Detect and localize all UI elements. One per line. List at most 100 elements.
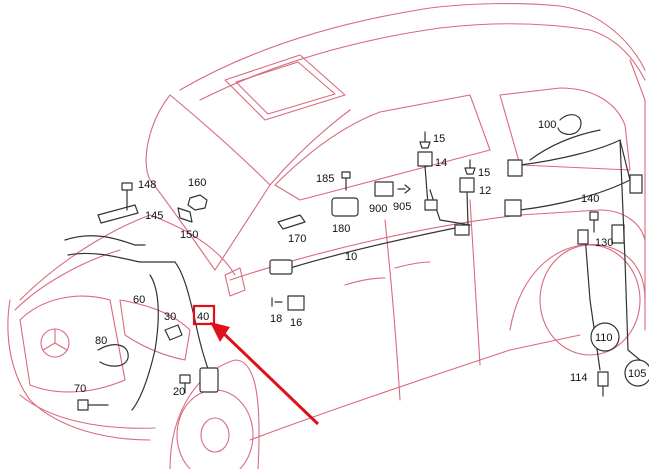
rear-connector-3 <box>629 174 643 194</box>
cable-60 <box>131 274 159 411</box>
roof-inner-line <box>199 23 646 101</box>
pin-18 <box>271 297 283 307</box>
strap-80 <box>97 344 129 367</box>
rear-harness <box>519 139 631 211</box>
vehicle-outline <box>7 2 646 474</box>
windshield <box>145 94 271 271</box>
callout-16: 16 <box>290 317 302 329</box>
pin-15b <box>464 159 476 175</box>
harness-10 <box>289 224 471 269</box>
sunroof <box>224 54 346 121</box>
grille <box>19 295 126 393</box>
clip-100 <box>557 114 582 135</box>
parts-wiring <box>64 114 643 411</box>
callout-14: 14 <box>435 157 447 169</box>
rear-cable-down-2 <box>584 234 601 371</box>
callout-105: 105 <box>628 368 646 380</box>
callout-70: 70 <box>74 383 86 395</box>
callout-60: 60 <box>133 294 145 306</box>
arrow-shaft <box>218 328 320 426</box>
callout-114: 114 <box>570 372 588 384</box>
callout-circle-105 <box>624 359 649 387</box>
clip-30 <box>164 324 183 341</box>
callout-140: 140 <box>581 193 599 205</box>
a-pillar <box>269 109 351 186</box>
highlight-box-40 <box>192 304 216 326</box>
connector-13 <box>454 224 470 236</box>
callout-145: 145 <box>145 210 163 222</box>
callout-18: 18 <box>270 313 282 325</box>
front-wheel <box>176 389 254 474</box>
hood-line <box>14 249 121 311</box>
rocker-line <box>249 334 581 441</box>
door-handle <box>344 277 386 286</box>
sunroof-inner <box>235 61 336 115</box>
arrow-head <box>210 322 230 342</box>
callout-20: 20 <box>173 386 185 398</box>
connector-16 <box>287 295 305 311</box>
sensor-40 <box>199 367 219 393</box>
bracket-150 <box>177 207 193 223</box>
bolt-185 <box>341 171 351 191</box>
callout-40: 40 <box>197 311 209 323</box>
callout-12: 12 <box>479 185 491 197</box>
callout-905: 905 <box>393 201 411 213</box>
nut-160 <box>187 194 208 211</box>
callout-180: 180 <box>332 223 350 235</box>
sensor-114 <box>597 371 609 397</box>
roof-line <box>179 2 646 91</box>
rear-body <box>629 59 646 331</box>
connector-900 <box>374 181 394 197</box>
rear-connector-4 <box>611 224 625 244</box>
callout-185: 185 <box>316 173 334 185</box>
callout-circle-110 <box>590 322 620 352</box>
rear-wheel <box>539 244 641 356</box>
callout-15b: 15 <box>478 167 490 179</box>
callout-110: 110 <box>595 332 613 344</box>
side-window-front <box>274 94 491 201</box>
bumper <box>19 394 156 429</box>
connector-12 <box>459 177 475 193</box>
callout-148: 148 <box>138 179 156 191</box>
door-seam <box>469 199 481 366</box>
callout-15a: 15 <box>433 133 445 145</box>
bracket-145 <box>97 204 139 224</box>
callout-100: 100 <box>538 119 556 131</box>
bolt-20 <box>179 374 191 394</box>
front-wheel-hub <box>200 417 230 453</box>
sliding-door <box>384 219 401 401</box>
headlight <box>119 299 191 361</box>
module-180 <box>331 197 359 217</box>
callout-900: 900 <box>369 203 387 215</box>
callout-labels: 10 12 14 15 15 16 18 20 30 40 60 70 80 1… <box>74 119 646 398</box>
hood <box>19 214 236 301</box>
mercedes-star-arms <box>42 328 68 351</box>
callout-160: 160 <box>188 177 206 189</box>
highlight-arrow <box>210 322 320 426</box>
callout-circles <box>590 322 649 387</box>
side-mirror <box>224 267 246 297</box>
callout-30: 30 <box>164 311 176 323</box>
rear-harness-2 <box>529 129 601 161</box>
pin-15a <box>419 131 431 149</box>
rear-connector-2 <box>504 199 522 217</box>
bolt-140 <box>589 211 599 233</box>
cable-front-2 <box>67 252 176 263</box>
callout-170: 170 <box>288 233 306 245</box>
rear-cable-down <box>619 139 641 361</box>
rear-connector-1 <box>507 159 523 177</box>
callout-130: 130 <box>595 237 613 249</box>
connector-10 <box>269 259 293 275</box>
bolt-148 <box>121 182 133 211</box>
door-handle-2 <box>394 261 431 269</box>
pin-905 <box>397 184 411 194</box>
front-wheel-arch <box>169 359 260 470</box>
front-fascia <box>7 299 151 441</box>
lead-12 <box>466 191 469 226</box>
pad-170 <box>277 214 306 230</box>
side-window-rear <box>499 87 631 171</box>
bolt-70 <box>77 399 109 411</box>
body-side <box>229 209 646 281</box>
